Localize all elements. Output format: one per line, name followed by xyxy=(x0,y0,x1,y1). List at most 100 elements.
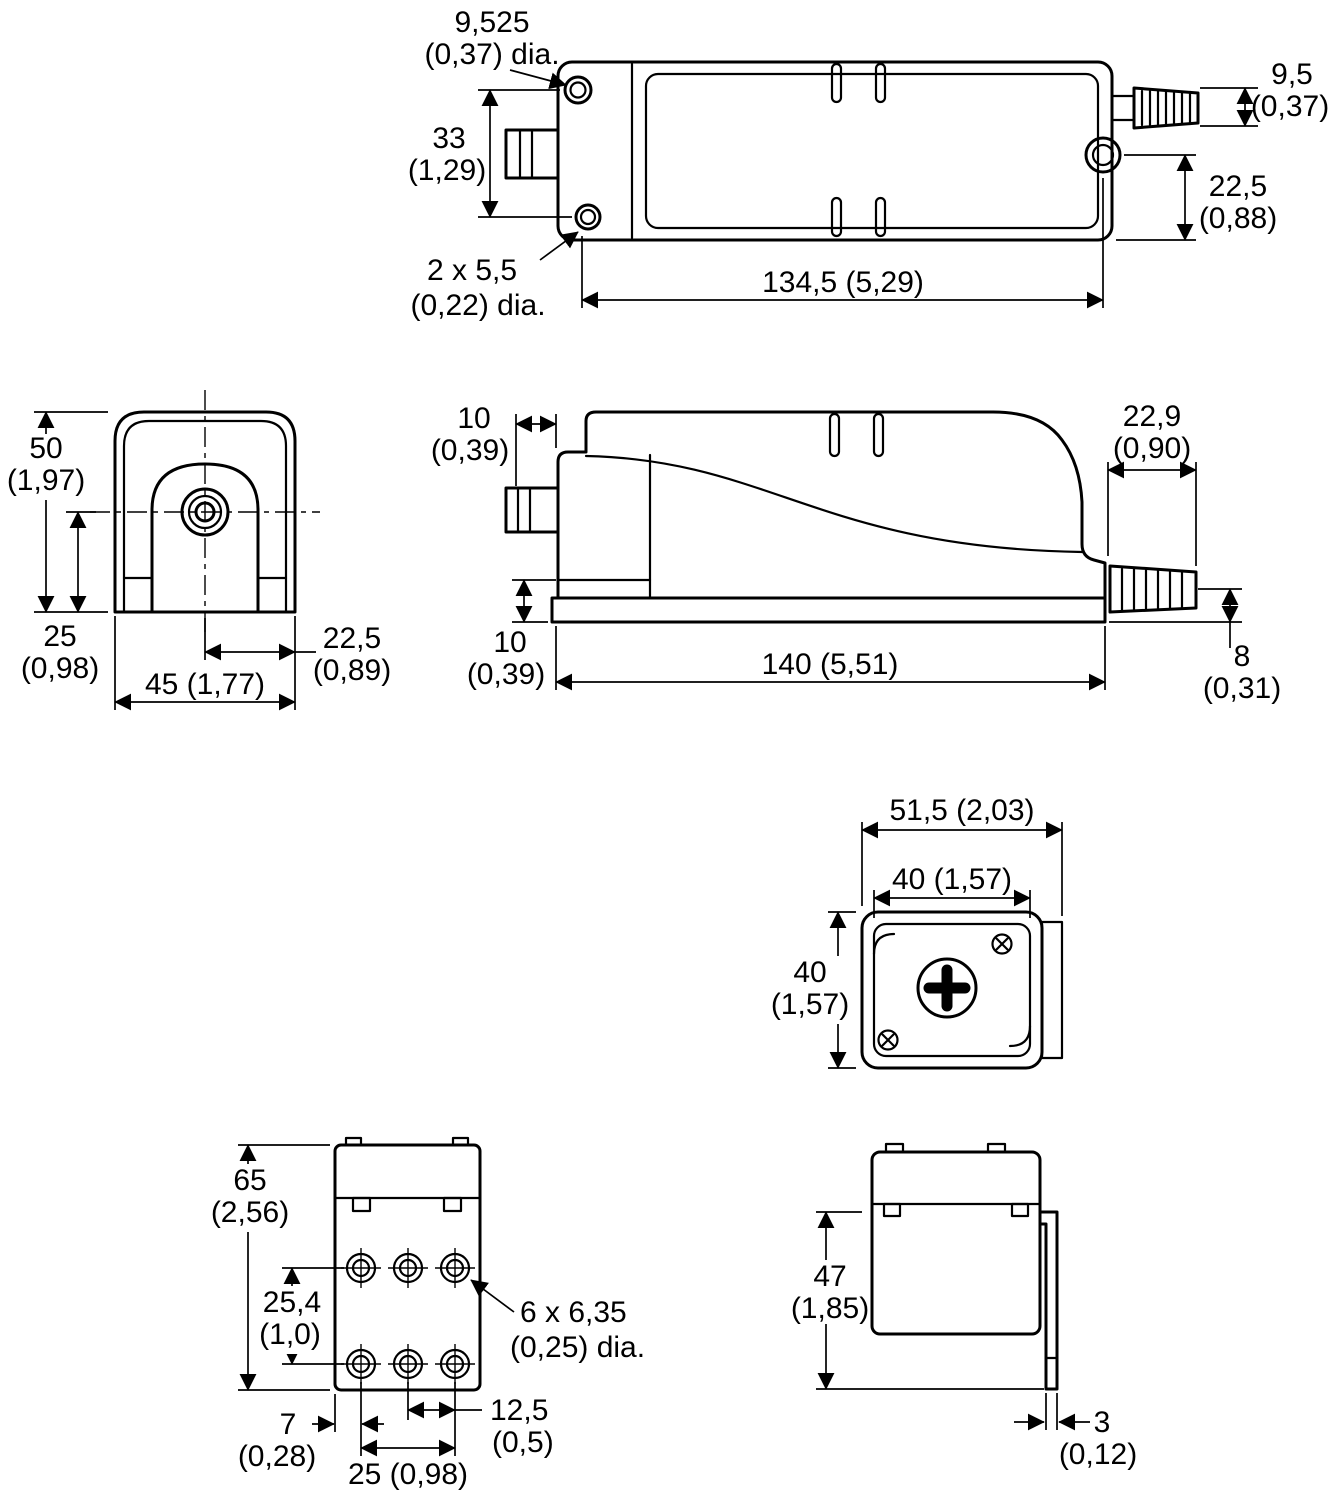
label-mask xyxy=(788,1260,870,1324)
end-view-outline xyxy=(860,910,1064,1070)
dim-center-height-line1: 25 xyxy=(43,620,76,653)
terminal-hole xyxy=(339,1246,383,1290)
dim-col-pitch-line2: (0,5) xyxy=(492,1426,554,1459)
terminal-hole xyxy=(433,1246,477,1290)
pivot-screw xyxy=(1084,136,1122,174)
vent-slot xyxy=(874,62,887,104)
terminal-hole xyxy=(386,1342,430,1386)
dim-holes-line2: (0,25) dia. xyxy=(510,1331,645,1364)
terminal-hole xyxy=(386,1246,430,1290)
label-mask xyxy=(254,1286,332,1354)
base-view-outline xyxy=(333,1136,482,1392)
dim-body-height-line2: (1,57) xyxy=(771,988,849,1021)
side-view: 10 (0,39) 22,9 (0,90) 10 (0,39) 140 (5,5… xyxy=(431,400,1281,705)
dim-height-line2: (1,97) xyxy=(7,464,85,497)
terminal-hole xyxy=(339,1342,383,1386)
cable-gland xyxy=(1108,564,1198,614)
mount-hole-bottom xyxy=(574,203,602,231)
dim-gland-offset-line1: 8 xyxy=(1234,640,1251,673)
dim-edge-offset-line1: 7 xyxy=(280,1408,297,1441)
dim-holes-line1: 6 x 6,35 xyxy=(520,1296,627,1329)
dim-hole-dia-line1: 9,525 xyxy=(454,6,529,39)
end-view-dimensions xyxy=(766,821,1063,1069)
dim-front-offset-line1: 10 xyxy=(457,402,490,435)
dim-base-height-line2: (0,39) xyxy=(467,658,545,691)
front-view-outline xyxy=(90,390,320,636)
end-outline xyxy=(860,910,1044,1070)
dim-mount-holes-line2: (0,22) dia. xyxy=(410,289,545,322)
bracket-view-outline xyxy=(870,1142,1059,1391)
housing-lid-line xyxy=(644,72,1100,230)
dim-overall-width: 51,5 (2,03) xyxy=(889,794,1034,827)
base-slab xyxy=(550,596,1107,624)
dim-col-span: 25 (0,98) xyxy=(348,1458,468,1491)
dim-length: 140 (5,51) xyxy=(762,648,899,681)
mount-hole-top xyxy=(563,75,593,105)
parting-curve xyxy=(584,454,1084,554)
label-mask xyxy=(766,956,856,1024)
bracket-view: 47 (1,85) 3 (0,12) xyxy=(788,1142,1137,1471)
side-view-dimensions xyxy=(512,414,1242,691)
mounting-bracket xyxy=(1038,1210,1059,1391)
dim-pivot-offset-line1: 22,5 xyxy=(1209,170,1267,203)
label-mask xyxy=(208,1164,292,1232)
base-view: 65 (2,56) 25,4 (1,0) 6 x 6,35 (0,25) dia… xyxy=(208,1136,645,1491)
connector-plug xyxy=(504,486,560,534)
vent-slot xyxy=(830,62,843,104)
dim-bracket-height-line2: (1,85) xyxy=(791,1292,869,1325)
dim-body-width: 40 (1,57) xyxy=(892,863,1012,896)
dim-col-pitch-line1: 12,5 xyxy=(490,1394,548,1427)
dim-mount-holes-line1: 2 x 5,5 xyxy=(427,254,517,287)
corner-screw xyxy=(877,1029,899,1051)
dim-hole-pitch-line2: (1,29) xyxy=(408,154,486,187)
top-view-outline xyxy=(504,60,1200,242)
dim-bracket-thickness-line1: 3 xyxy=(1094,1406,1111,1439)
front-outline xyxy=(113,410,297,614)
dim-row-pitch-line2: (1,0) xyxy=(259,1318,321,1351)
dim-base-height-line1: 65 xyxy=(233,1164,266,1197)
vent-slot xyxy=(830,196,843,238)
vent-slot xyxy=(872,412,885,458)
cover-screw xyxy=(916,957,978,1019)
vent-slot xyxy=(828,412,841,458)
cable-gland xyxy=(1132,86,1200,130)
dim-front-offset-line2: (0,39) xyxy=(431,434,509,467)
front-view-dimensions xyxy=(6,411,316,711)
bracket-body xyxy=(870,1150,1042,1336)
base-view-dimensions xyxy=(208,1144,515,1457)
vent-slot xyxy=(874,196,887,238)
dim-gland-dia-line2: (0,37) xyxy=(1251,90,1329,123)
dim-half-width-line1: 22,5 xyxy=(323,622,381,655)
top-view: 9,525 (0,37) dia. 33 (1,29) 9,5 (0,37) 2… xyxy=(408,6,1329,322)
housing-outline xyxy=(556,60,1114,242)
side-tab xyxy=(1040,920,1064,1060)
dim-base-height-line1: 10 xyxy=(493,626,526,659)
dim-center-height-line2: (0,98) xyxy=(21,652,99,685)
dim-width: 45 (1,77) xyxy=(145,668,265,701)
label-mask xyxy=(6,434,88,500)
dim-bracket-height-line1: 47 xyxy=(813,1260,846,1293)
side-outline xyxy=(556,410,1107,600)
dim-half-width-line2: (0,89) xyxy=(313,654,391,687)
dim-body-height-line1: 40 xyxy=(793,956,826,989)
dim-hole-dia-line2: (0,37) dia. xyxy=(424,38,559,71)
dim-row-pitch-line1: 25,4 xyxy=(263,1286,321,1319)
dim-gland-dia-line1: 9,5 xyxy=(1271,58,1313,91)
dim-hole-pitch-line1: 33 xyxy=(432,122,465,155)
bracket-view-dimensions xyxy=(788,1211,1090,1431)
side-view-outline xyxy=(504,410,1198,624)
dim-height-line1: 50 xyxy=(29,432,62,465)
dim-gland-offset-line2: (0,31) xyxy=(1203,672,1281,705)
dim-end-length-line1: 22,9 xyxy=(1123,400,1181,433)
front-view: 50 (1,97) 25 (0,98) 22,5 (0,89) 45 (1,77… xyxy=(6,390,391,711)
dim-bracket-thickness-line2: (0,12) xyxy=(1059,1438,1137,1471)
dim-base-height-line2: (2,56) xyxy=(211,1196,289,1229)
dim-edge-offset-line2: (0,28) xyxy=(238,1440,316,1473)
corner-screw xyxy=(991,933,1013,955)
terminal-hole xyxy=(433,1342,477,1386)
dim-pivot-offset-line2: (0,88) xyxy=(1199,202,1277,235)
dim-end-length-line2: (0,90) xyxy=(1113,432,1191,465)
end-view: 51,5 (2,03) 40 (1,57) 40 (1,57) xyxy=(766,794,1064,1070)
